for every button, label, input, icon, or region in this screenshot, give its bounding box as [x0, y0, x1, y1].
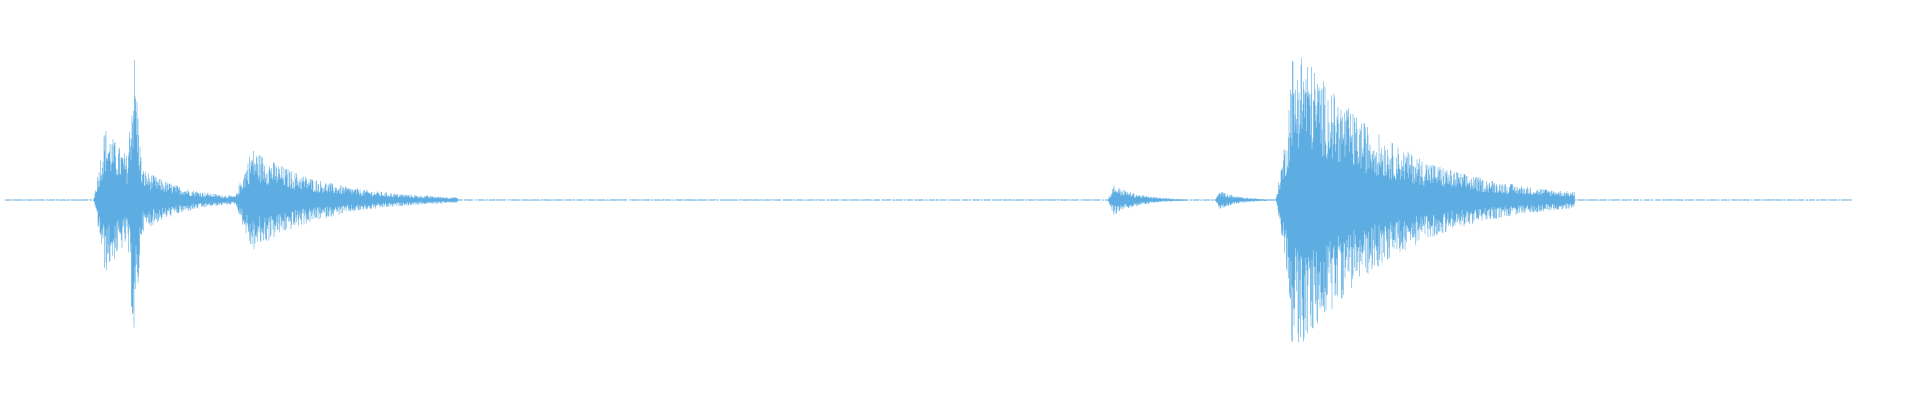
waveform-signal — [4, 57, 1852, 343]
